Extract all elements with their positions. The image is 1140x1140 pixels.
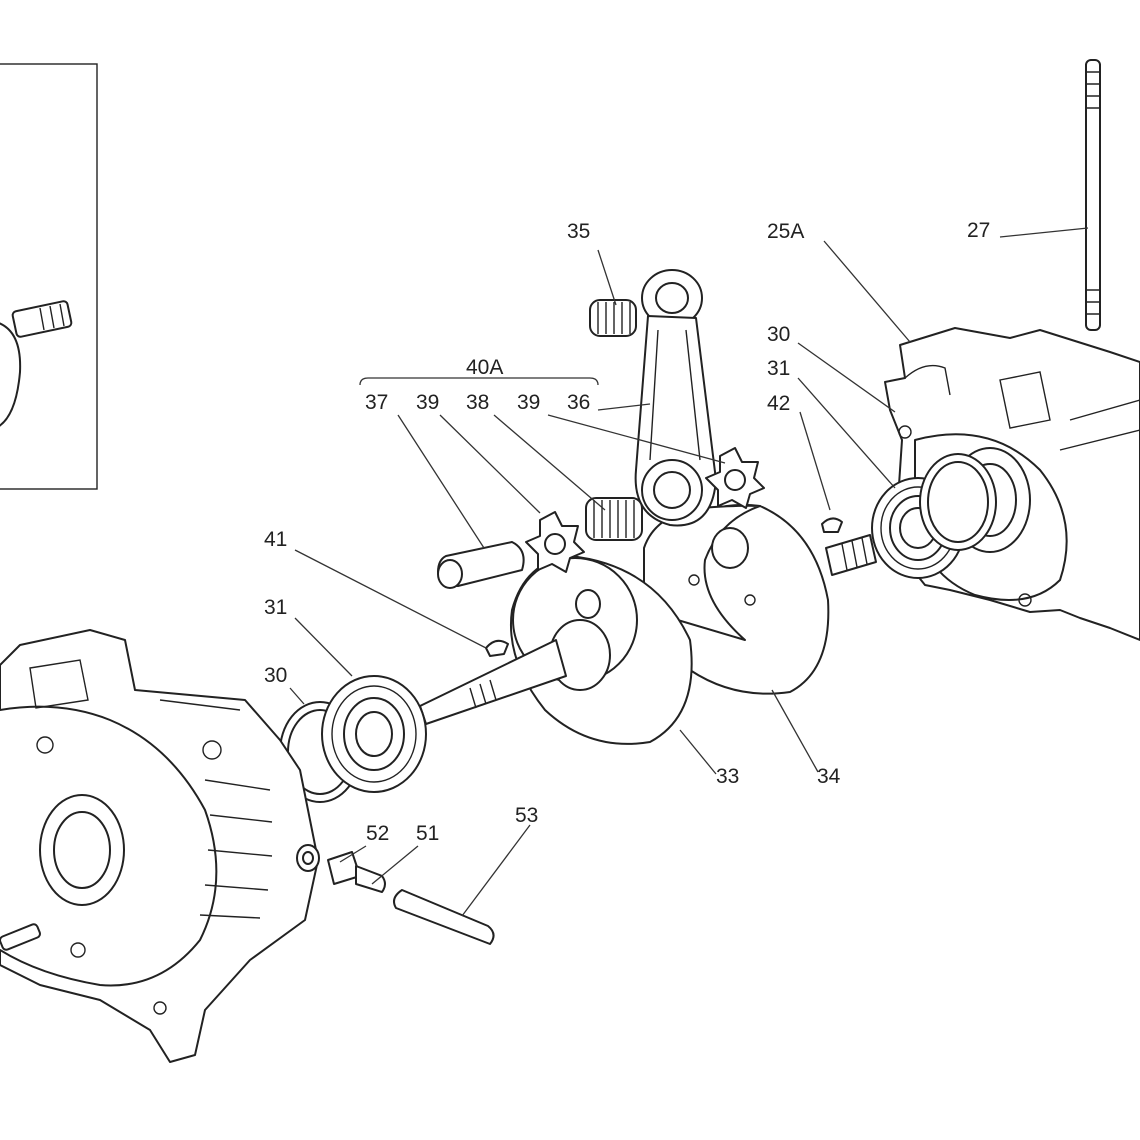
label-25a: 25A: [767, 220, 804, 243]
label-38: 38: [466, 391, 489, 414]
stud-27: [1085, 59, 1101, 331]
label-31-right: 31: [767, 357, 790, 380]
label-31-left: 31: [264, 596, 287, 619]
left-bearing-31: [321, 675, 427, 793]
label-36: 36: [567, 391, 590, 414]
label-41: 41: [264, 528, 287, 551]
thrust-washer-39-right: [705, 447, 765, 509]
crank-half-33: [419, 555, 693, 745]
label-39-left: 39: [416, 391, 439, 414]
washer-52: [296, 844, 320, 872]
label-37: 37: [365, 391, 388, 414]
part-number-labels: 27 25A 30 31 42 35 40A 37 39 38 39 36 41…: [264, 219, 990, 845]
label-39-right: 39: [517, 391, 540, 414]
label-42: 42: [767, 392, 790, 415]
label-35: 35: [567, 220, 590, 243]
label-53: 53: [515, 804, 538, 827]
left-crankcase: [0, 629, 319, 1063]
inset-detail-panel: [0, 63, 98, 490]
fitting-51: [327, 851, 386, 893]
hose-53: [393, 889, 495, 945]
label-30-left: 30: [264, 664, 287, 687]
label-30-right: 30: [767, 323, 790, 346]
woodruff-key-41: [485, 639, 509, 657]
label-51: 51: [416, 822, 439, 845]
crank-pin-37: [437, 541, 525, 589]
right-seal-30: [919, 453, 997, 551]
label-27: 27: [967, 219, 990, 242]
label-40a: 40A: [466, 356, 503, 379]
label-34: 34: [817, 765, 841, 788]
woodruff-key-42: [821, 517, 843, 533]
needle-bearing-35: [589, 299, 637, 337]
leader-lines: [289, 227, 1089, 917]
needle-bearing-38: [585, 497, 643, 541]
label-33: 33: [716, 765, 739, 788]
thrust-washer-39-left: [525, 511, 585, 573]
connecting-rod-36: [634, 269, 717, 527]
label-52: 52: [366, 822, 389, 845]
